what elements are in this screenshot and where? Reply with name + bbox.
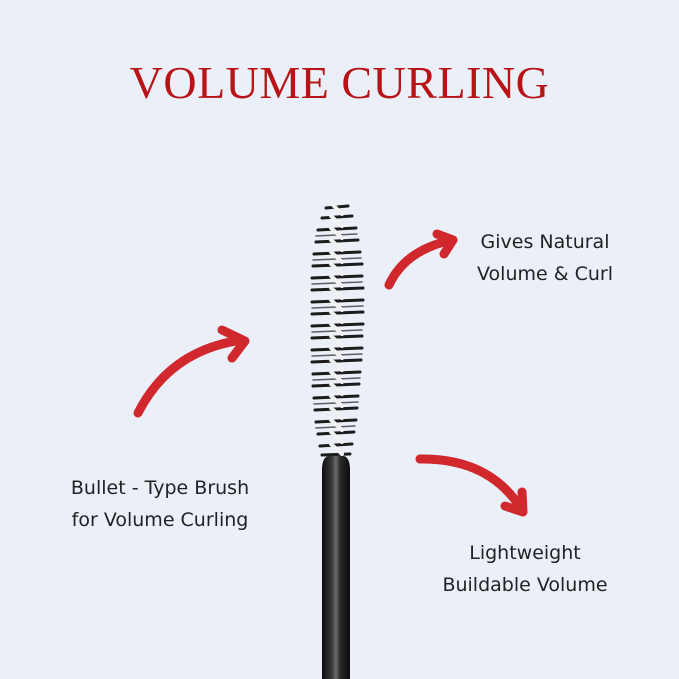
callout-line: Gives Natural — [480, 231, 610, 253]
curved-arrow-icon — [415, 454, 528, 517]
page-title: VOLUME CURLING — [129, 57, 550, 108]
callout-line: Lightweight — [469, 542, 581, 564]
callout-left: Bullet - Type Brush for Volume Curling — [40, 472, 280, 536]
callout-line: Buildable Volume — [442, 574, 608, 596]
callout-line: Volume & Curl — [477, 263, 613, 285]
callout-line: for Volume Curling — [71, 509, 249, 531]
curved-arrow-icon — [133, 325, 250, 418]
curved-arrow-icon — [384, 229, 458, 290]
callout-top-right: Gives Natural Volume & Curl — [440, 226, 650, 290]
callout-line: Bullet - Type Brush — [70, 477, 250, 499]
mascara-wand-icon — [310, 202, 365, 679]
callout-bottom-right: Lightweight Buildable Volume — [420, 537, 630, 601]
